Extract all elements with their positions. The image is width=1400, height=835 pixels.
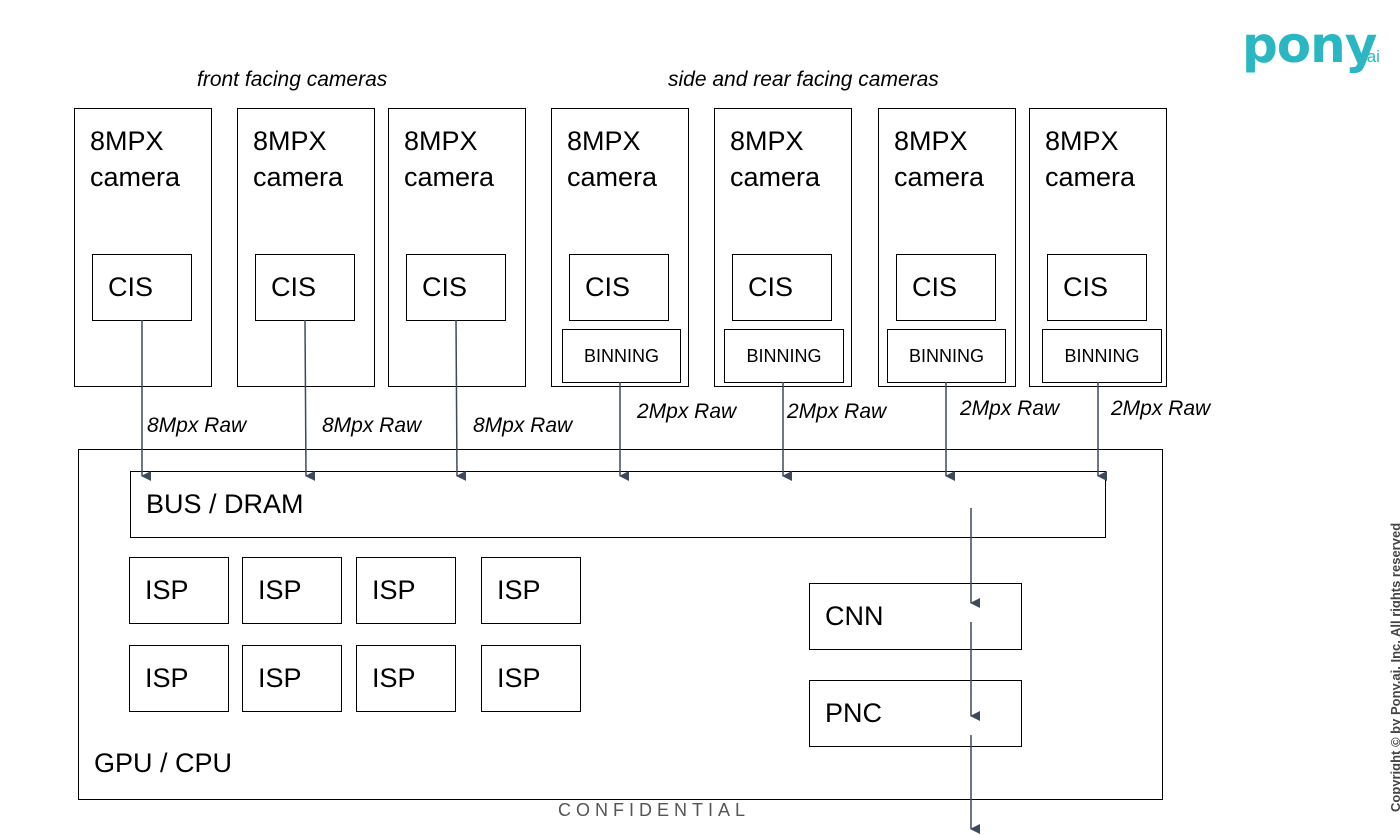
pony-logo-suffix: .ai <box>1362 47 1380 66</box>
cis-sensor: CIS <box>406 254 506 321</box>
camera-block: 8MPX camera CIS <box>388 108 526 387</box>
isp-block: ISP <box>242 645 342 712</box>
camera-block: 8MPX camera CIS BINNING <box>1029 108 1167 387</box>
camera-label: 8MPX camera <box>894 126 985 192</box>
camera-label: 8MPX camera <box>1045 126 1136 192</box>
camera-block: 8MPX camera CIS BINNING <box>714 108 852 387</box>
cis-sensor: CIS <box>732 254 832 321</box>
stream-label: 8Mpx Raw <box>147 414 247 437</box>
cis-sensor: CIS <box>255 254 355 321</box>
cis-sensor: CIS <box>1047 254 1147 321</box>
isp-label: ISP <box>497 663 541 693</box>
cis-label: CIS <box>585 272 631 302</box>
cis-label: CIS <box>108 272 154 302</box>
gpu-cpu-label: GPU / CPU <box>94 748 233 778</box>
camera-block: 8MPX camera CIS BINNING <box>551 108 689 387</box>
camera-block: 8MPX camera CIS <box>74 108 212 387</box>
camera-label: 8MPX camera <box>404 126 495 192</box>
isp-label: ISP <box>258 575 302 605</box>
cis-label: CIS <box>748 272 794 302</box>
isp-label: ISP <box>372 575 416 605</box>
camera-block: 8MPX camera CIS <box>237 108 375 387</box>
isp-block: ISP <box>129 645 229 712</box>
cis-label: CIS <box>271 272 317 302</box>
binning-label: BINNING <box>908 346 984 366</box>
camera-label: 8MPX camera <box>730 126 821 192</box>
isp-block: ISP <box>481 645 581 712</box>
cnn-block: CNN <box>809 583 1022 650</box>
bus-dram-label: BUS / DRAM <box>146 489 304 519</box>
cis-label: CIS <box>422 272 468 302</box>
isp-label: ISP <box>497 575 541 605</box>
isp-label: ISP <box>145 663 189 693</box>
stream-label: 2Mpx Raw <box>637 400 737 423</box>
confidential-label: CONFIDENTIAL <box>558 800 751 820</box>
cis-sensor: CIS <box>569 254 669 321</box>
isp-block: ISP <box>481 557 581 624</box>
cis-label: CIS <box>1063 272 1109 302</box>
stream-label: 2Mpx Raw <box>787 400 887 423</box>
isp-block: ISP <box>129 557 229 624</box>
copyright-notice: Copyright © by Pony.ai, Inc. All rights … <box>1388 522 1400 812</box>
stream-label: 2Mpx Raw <box>960 397 1060 420</box>
binning-label: BINNING <box>583 346 659 366</box>
isp-label: ISP <box>145 575 189 605</box>
isp-block: ISP <box>356 557 456 624</box>
binning-block: BINNING <box>887 329 1006 383</box>
cis-sensor: CIS <box>896 254 996 321</box>
stream-label: 8Mpx Raw <box>322 414 422 437</box>
pnc-label: PNC <box>825 698 883 728</box>
cnn-label: CNN <box>825 601 884 631</box>
isp-block: ISP <box>242 557 342 624</box>
binning-label: BINNING <box>746 346 822 366</box>
cis-sensor: CIS <box>92 254 192 321</box>
camera-label: 8MPX camera <box>90 126 181 192</box>
stream-label: 8Mpx Raw <box>473 414 573 437</box>
cis-label: CIS <box>912 272 958 302</box>
isp-label: ISP <box>372 663 416 693</box>
bus-dram-block: BUS / DRAM <box>130 471 1106 538</box>
side-rear-cameras-caption: side and rear facing cameras <box>668 68 939 91</box>
camera-block: 8MPX camera CIS BINNING <box>878 108 1016 387</box>
binning-block: BINNING <box>724 329 844 383</box>
isp-block: ISP <box>356 645 456 712</box>
camera-label: 8MPX camera <box>253 126 344 192</box>
camera-label: 8MPX camera <box>567 126 658 192</box>
pnc-block: PNC <box>809 680 1022 747</box>
pony-logo: pony <box>1242 16 1377 74</box>
binning-block: BINNING <box>1042 329 1162 383</box>
isp-label: ISP <box>258 663 302 693</box>
stream-label: 2Mpx Raw <box>1111 397 1211 420</box>
binning-block: BINNING <box>562 329 681 383</box>
binning-label: BINNING <box>1064 346 1140 366</box>
front-cameras-caption: front facing cameras <box>197 68 388 91</box>
